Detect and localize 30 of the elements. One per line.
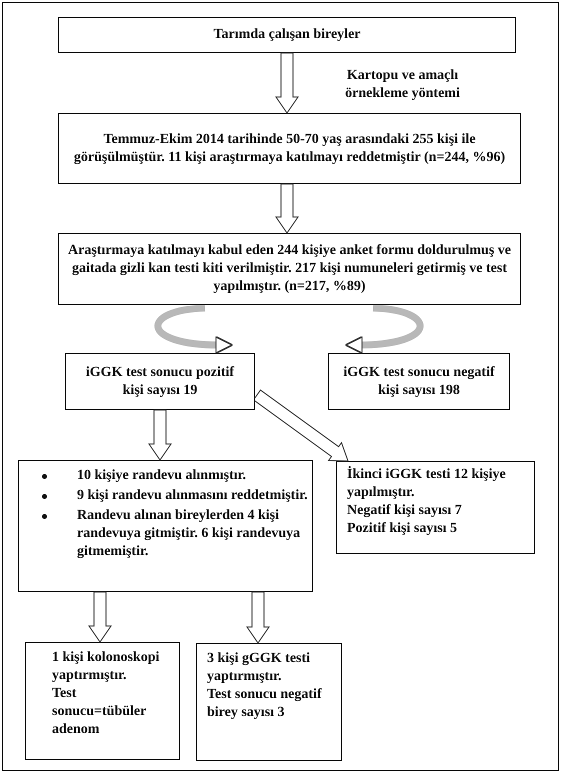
bullet-item: Randevu alınan bireylerden 4 kişi randevuya gitmiştir. 6 kişi randevuya gitmemiştir. <box>77 508 300 559</box>
process-box <box>18 460 313 592</box>
block-arrow <box>275 184 299 234</box>
process-box <box>328 353 510 410</box>
node-text: Pozitif kişi sayısı 5 <box>347 520 458 538</box>
node-text: Temmuz-Ekim 2014 tarihinde 50-70 yaş arasındaki 255 kişi ile görüşülmüştür. 11 kişi araştırmaya katılmayı reddetmiştir (n=244, %96) <box>72 130 506 166</box>
node-text: Tarımda çalışan bireyler <box>212 26 362 44</box>
block-arrow <box>88 592 112 643</box>
node-text: Araştırmaya katılmayı kabul eden 244 kişiye anket formu doldurulmuş ve gaitada gizli kan testi kiti verilmiştir. 217 kişi numuneleri getirmiş ve test yapılmıştır. (n=217, %89) <box>67 242 512 296</box>
block-arrow <box>252 389 349 462</box>
node-text: 1 kişi kolonoskopi yaptırmıştır. <box>52 649 160 685</box>
process-box <box>196 643 342 761</box>
block-arrow <box>148 410 172 461</box>
process-box <box>58 233 521 305</box>
block-arrow <box>246 592 270 644</box>
process-box <box>58 113 521 184</box>
bullet-item: 10 kişiye randevu alınmıştır. <box>77 468 246 483</box>
node-text: Negatif kişi sayısı 7 <box>347 502 463 520</box>
bullet-item: 9 kişi randevu alınmasını reddetmiştir. <box>77 488 308 503</box>
process-box <box>25 642 180 760</box>
node-text: iGGK test sonucu pozitif kişi sayısı 19 <box>84 364 236 400</box>
node-text: Test sonucu=tübüler adenom <box>52 685 148 739</box>
node-text: İkinci iGGK testi 12 kişiye yapılmıştır. <box>347 466 507 502</box>
process-box <box>65 353 255 410</box>
node-text: Test sonucu negatif birey sayısı 3 <box>207 686 323 722</box>
process-box <box>336 461 535 554</box>
node-text: 3 kişi gGGK testi yaptırmıştır. <box>207 650 312 686</box>
node-text: iGGK test sonucu negatif kişi sayısı 198 <box>342 364 496 400</box>
block-arrow <box>275 52 299 114</box>
process-box <box>58 17 516 53</box>
